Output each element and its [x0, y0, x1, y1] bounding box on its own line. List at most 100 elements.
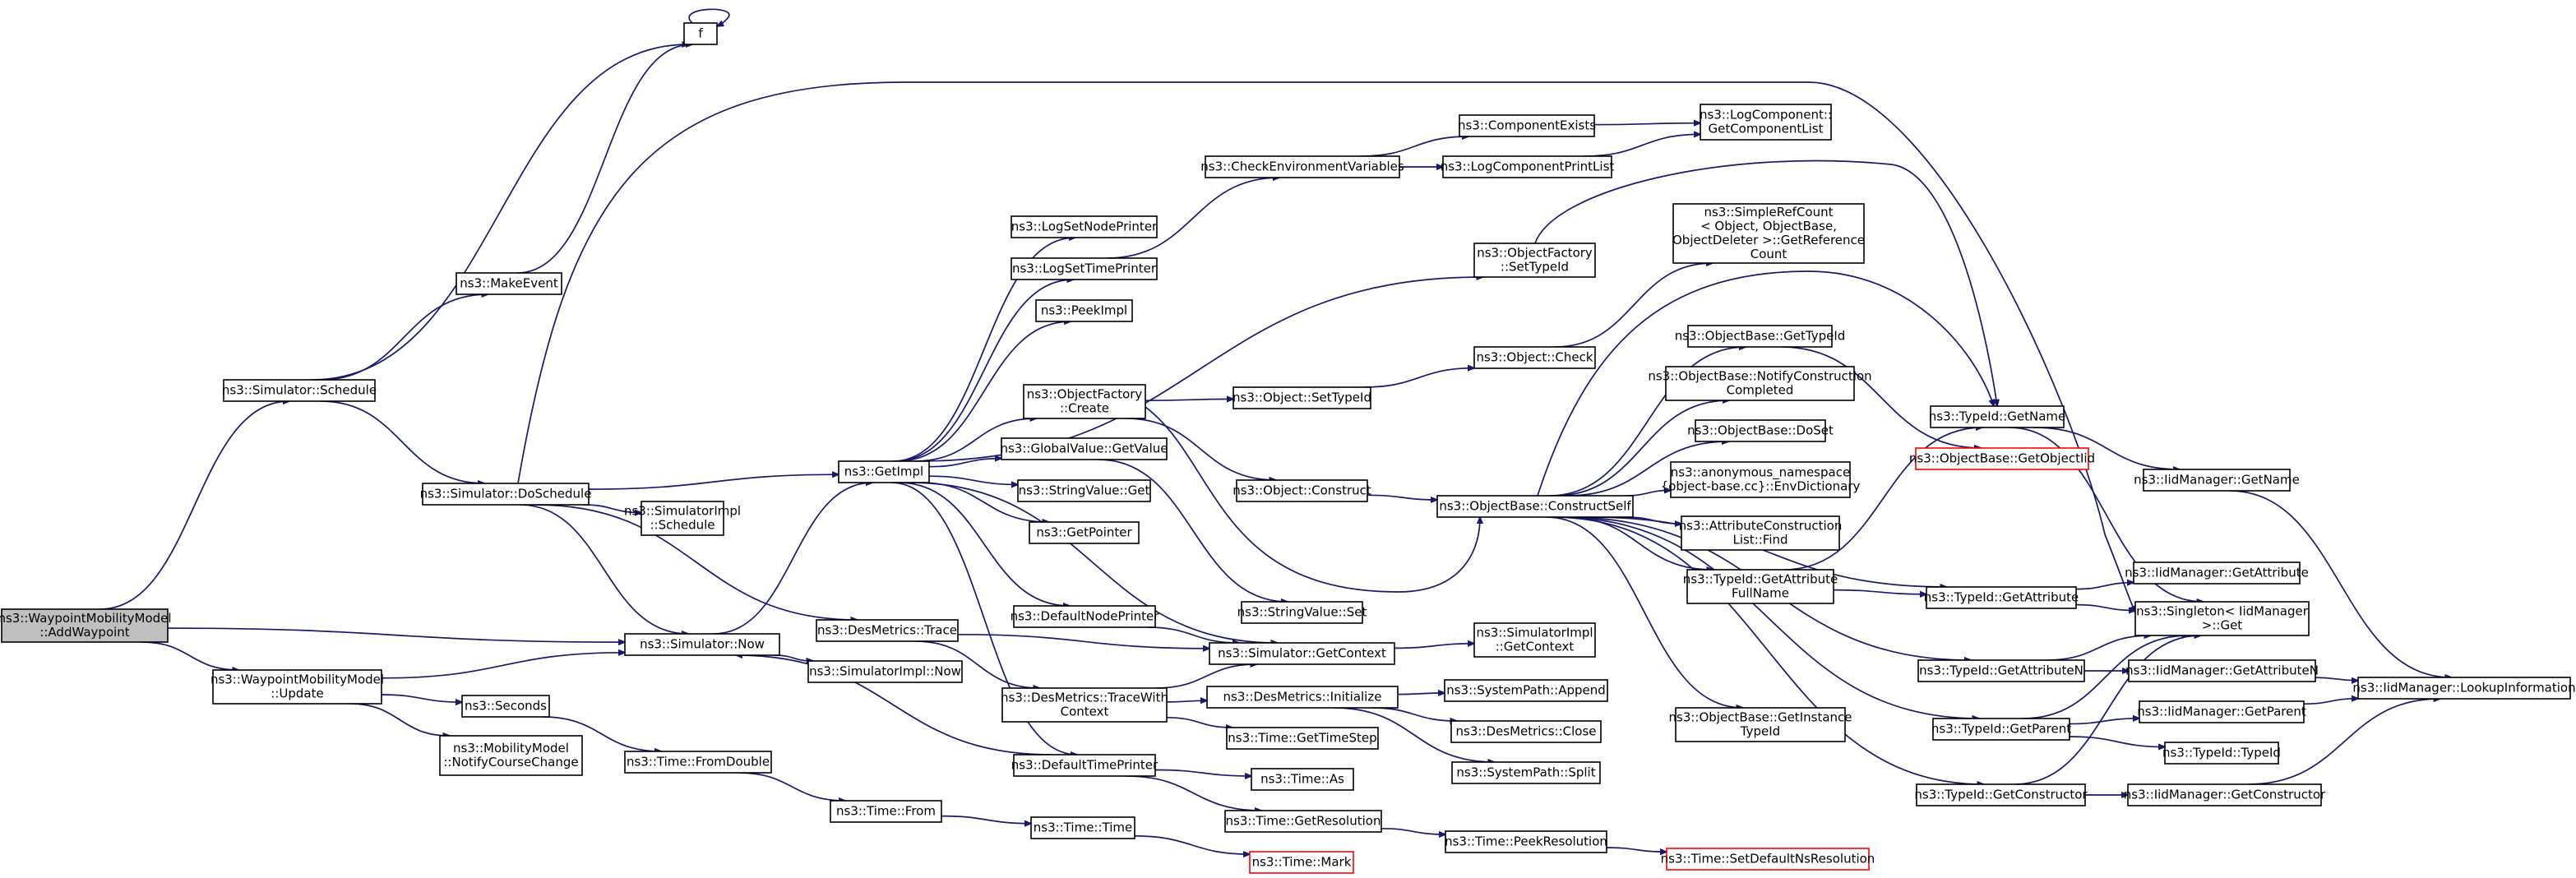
node-tidtid[interactable]: ns3::TypeId::TypeId	[2162, 742, 2281, 765]
node-seconds[interactable]: ns3::Seconds	[461, 695, 550, 718]
edge-tidgetattr-to-singleton	[2075, 603, 2135, 611]
node-label: FullName	[1732, 586, 1789, 601]
node-label: ns3::ObjectFactory	[1477, 246, 1593, 261]
node-simimplsched[interactable]: ns3::SimulatorImpl::Schedule	[624, 501, 741, 536]
edge-gvget-to-strset	[1098, 459, 1288, 602]
node-tidgetname[interactable]: ns3::TypeId::GetName	[1929, 405, 2065, 428]
node-obgetoid[interactable]: ns3::ObjectBase::GetObjectIid	[1909, 447, 2095, 470]
node-getptr[interactable]: ns3::GetPointer	[1029, 521, 1140, 544]
node-defnode[interactable]: ns3::DefaultNodePrinter	[1011, 605, 1160, 628]
node-dosched[interactable]: ns3::Simulator::DoSchedule	[420, 483, 592, 506]
node-logcomplist[interactable]: ns3::LogComponent::GetComponentList	[1700, 104, 1832, 141]
node-strget[interactable]: ns3::StringValue::Get	[1017, 479, 1151, 502]
node-root[interactable]: ns3::WaypointMobilityModel::AddWaypoint	[0, 608, 172, 643]
node-checkenv[interactable]: ns3::CheckEnvironmentVariables	[1200, 155, 1404, 178]
node-simgetctx[interactable]: ns3::Simulator::GetContext	[1209, 642, 1395, 665]
node-label: ns3::ObjectFactory	[1027, 387, 1143, 402]
node-fromdouble[interactable]: ns3::Time::FromDouble	[624, 751, 772, 774]
node-sched[interactable]: ns3::Simulator::Schedule	[222, 379, 377, 402]
node-timetime[interactable]: ns3::Time::Time	[1030, 816, 1135, 839]
node-label: ns3::IidManager::GetConstructor	[2124, 788, 2326, 802]
node-label: ns3::StringValue::Set	[1237, 605, 1367, 620]
node-tidgetattr[interactable]: ns3::TypeId::GetAttribute	[1924, 586, 2079, 609]
node-lognode[interactable]: ns3::LogSetNodePrinter	[1011, 215, 1158, 238]
node-now[interactable]: ns3::Simulator::Now	[624, 633, 780, 656]
edge-getimpl-to-objfcreate	[914, 418, 1036, 462]
node-iidgetattrn[interactable]: ns3::IidManager::GetAttributeN	[2125, 659, 2319, 682]
node-simplerefcount[interactable]: ns3::SimpleRefCount< Object, ObjectBase,…	[1672, 203, 1865, 264]
node-syspathappend[interactable]: ns3::SystemPath::Append	[1444, 679, 1608, 702]
node-logcompprint[interactable]: ns3::LogComponentPrintList	[1441, 155, 1615, 178]
node-syspathsplit[interactable]: ns3::SystemPath::Split	[1451, 761, 1601, 784]
node-box	[2143, 469, 2291, 492]
node-timemark[interactable]: ns3::Time::Mark	[1249, 851, 1354, 874]
node-box	[1473, 346, 1596, 369]
node-iidgetparent[interactable]: ns3::IidManager::GetParent	[2137, 700, 2306, 723]
node-label: ns3::LogSetNodePrinter	[1011, 220, 1158, 234]
node-getimpl[interactable]: ns3::GetImpl	[838, 460, 930, 483]
node-obnotify[interactable]: ns3::ObjectBase::NotifyConstructionCompl…	[1648, 366, 1872, 401]
node-iidgetctor[interactable]: ns3::IidManager::GetConstructor	[2124, 783, 2326, 806]
node-destrace[interactable]: ns3::DesMetrics::Trace	[816, 619, 959, 642]
node-peek[interactable]: ns3::PeekImpl	[1035, 299, 1133, 322]
node-iidgetname[interactable]: ns3::IidManager::GetName	[2134, 469, 2300, 492]
node-makeev[interactable]: ns3::MakeEvent	[456, 272, 562, 295]
node-strset[interactable]: ns3::StringValue::Set	[1237, 601, 1367, 624]
node-iidlookup[interactable]: ns3::IidManager::LookupInformation	[2352, 677, 2576, 700]
node-obconstructself[interactable]: ns3::ObjectBase::ConstructSelf	[1436, 495, 1634, 518]
node-obgettid[interactable]: ns3::ObjectBase::GetTypeId	[1675, 325, 1846, 348]
node-objfsettid[interactable]: ns3::ObjectFactory::SetTypeId	[1473, 243, 1596, 278]
node-desinit[interactable]: ns3::DesMetrics::Initialize	[1206, 686, 1399, 709]
node-box	[1915, 447, 2089, 470]
node-logtime[interactable]: ns3::LogSetTimePrinter	[1011, 257, 1158, 280]
node-label: ns3::GetPointer	[1036, 525, 1132, 540]
node-tidgetparent[interactable]: ns3::TypeId::GetParent	[1931, 718, 2071, 741]
node-simimplgetctx[interactable]: ns3::SimulatorImpl::GetContext	[1473, 622, 1596, 658]
node-box	[1926, 586, 2077, 609]
node-f[interactable]: f	[683, 22, 718, 45]
node-objconstruct[interactable]: ns3::Object::Construct	[1233, 479, 1371, 502]
node-box	[1224, 810, 1382, 833]
edge-tidgetattrn-to-singleton	[2046, 635, 2151, 661]
node-peekres[interactable]: ns3::Time::PeekResolution	[1445, 830, 1607, 853]
node-label: GetComponentList	[1708, 122, 1823, 136]
node-timeres[interactable]: ns3::Time::GetResolution	[1224, 810, 1382, 833]
edge-logcompprint-to-logcomplist	[1584, 134, 1700, 157]
node-setdefres[interactable]: ns3::Time::SetDefaultNsResolution	[1661, 848, 1875, 871]
edge-obconstructself-to-tidgetparent	[1557, 516, 1979, 719]
edge-seconds-to-fromdouble	[542, 716, 662, 751]
node-timefrom[interactable]: ns3::Time::From	[830, 800, 942, 823]
node-label: ns3::Time::Time	[1034, 820, 1133, 835]
node-timestep[interactable]: ns3::Time::GetTimeStep	[1226, 727, 1379, 750]
edge-tidgetctor-to-singleton	[2014, 635, 2201, 785]
node-timeas[interactable]: ns3::Time::As	[1251, 768, 1354, 791]
node-iidgetattr[interactable]: ns3::IidManager::GetAttribute	[2125, 561, 2309, 585]
edge-getimpl-to-peek	[897, 321, 1071, 462]
node-tidgetctor[interactable]: ns3::TypeId::GetConstructor	[1914, 783, 2088, 806]
node-desclose[interactable]: ns3::DesMetrics::Close	[1450, 720, 1602, 743]
node-deftime[interactable]: ns3::DefaultTimePrinter	[1011, 754, 1159, 777]
node-simimplnow[interactable]: ns3::SimulatorImpl::Now	[807, 660, 963, 683]
node-objfcreate[interactable]: ns3::ObjectFactory::Create	[1023, 384, 1146, 419]
edge-getimpl-to-defnode	[898, 482, 1070, 606]
node-compexists[interactable]: ns3::ComponentExists	[1458, 114, 1596, 137]
node-anonenv[interactable]: ns3::anonymous_namespace{object-base.cc}…	[1661, 461, 1861, 498]
node-wpupd[interactable]: ns3::WaypointMobilityModel::Update	[210, 669, 384, 705]
node-gvget[interactable]: ns3::GlobalValue::GetValue	[1000, 437, 1168, 460]
edge-objconstruct-to-obconstructself	[1367, 494, 1437, 500]
node-objcheck[interactable]: ns3::Object::Check	[1473, 346, 1596, 369]
edge-iidgetattrn-to-iidlookup	[2315, 677, 2358, 681]
node-mobcourse[interactable]: ns3::MobilityModel::NotifyCourseChange	[439, 735, 583, 776]
node-box	[2133, 561, 2301, 585]
node-tidgetattrn[interactable]: ns3::TypeId::GetAttributeN	[1917, 659, 2085, 682]
node-singleton[interactable]: ns3::Singleton< IidManager>::Get	[2134, 601, 2310, 636]
node-obdoset[interactable]: ns3::ObjectBase::DoSet	[1687, 419, 1834, 442]
node-box	[1011, 257, 1158, 280]
node-objsettid[interactable]: ns3::Object::SetTypeId	[1233, 386, 1371, 409]
node-label: ns3::IidManager::GetAttributeN	[2125, 663, 2319, 678]
